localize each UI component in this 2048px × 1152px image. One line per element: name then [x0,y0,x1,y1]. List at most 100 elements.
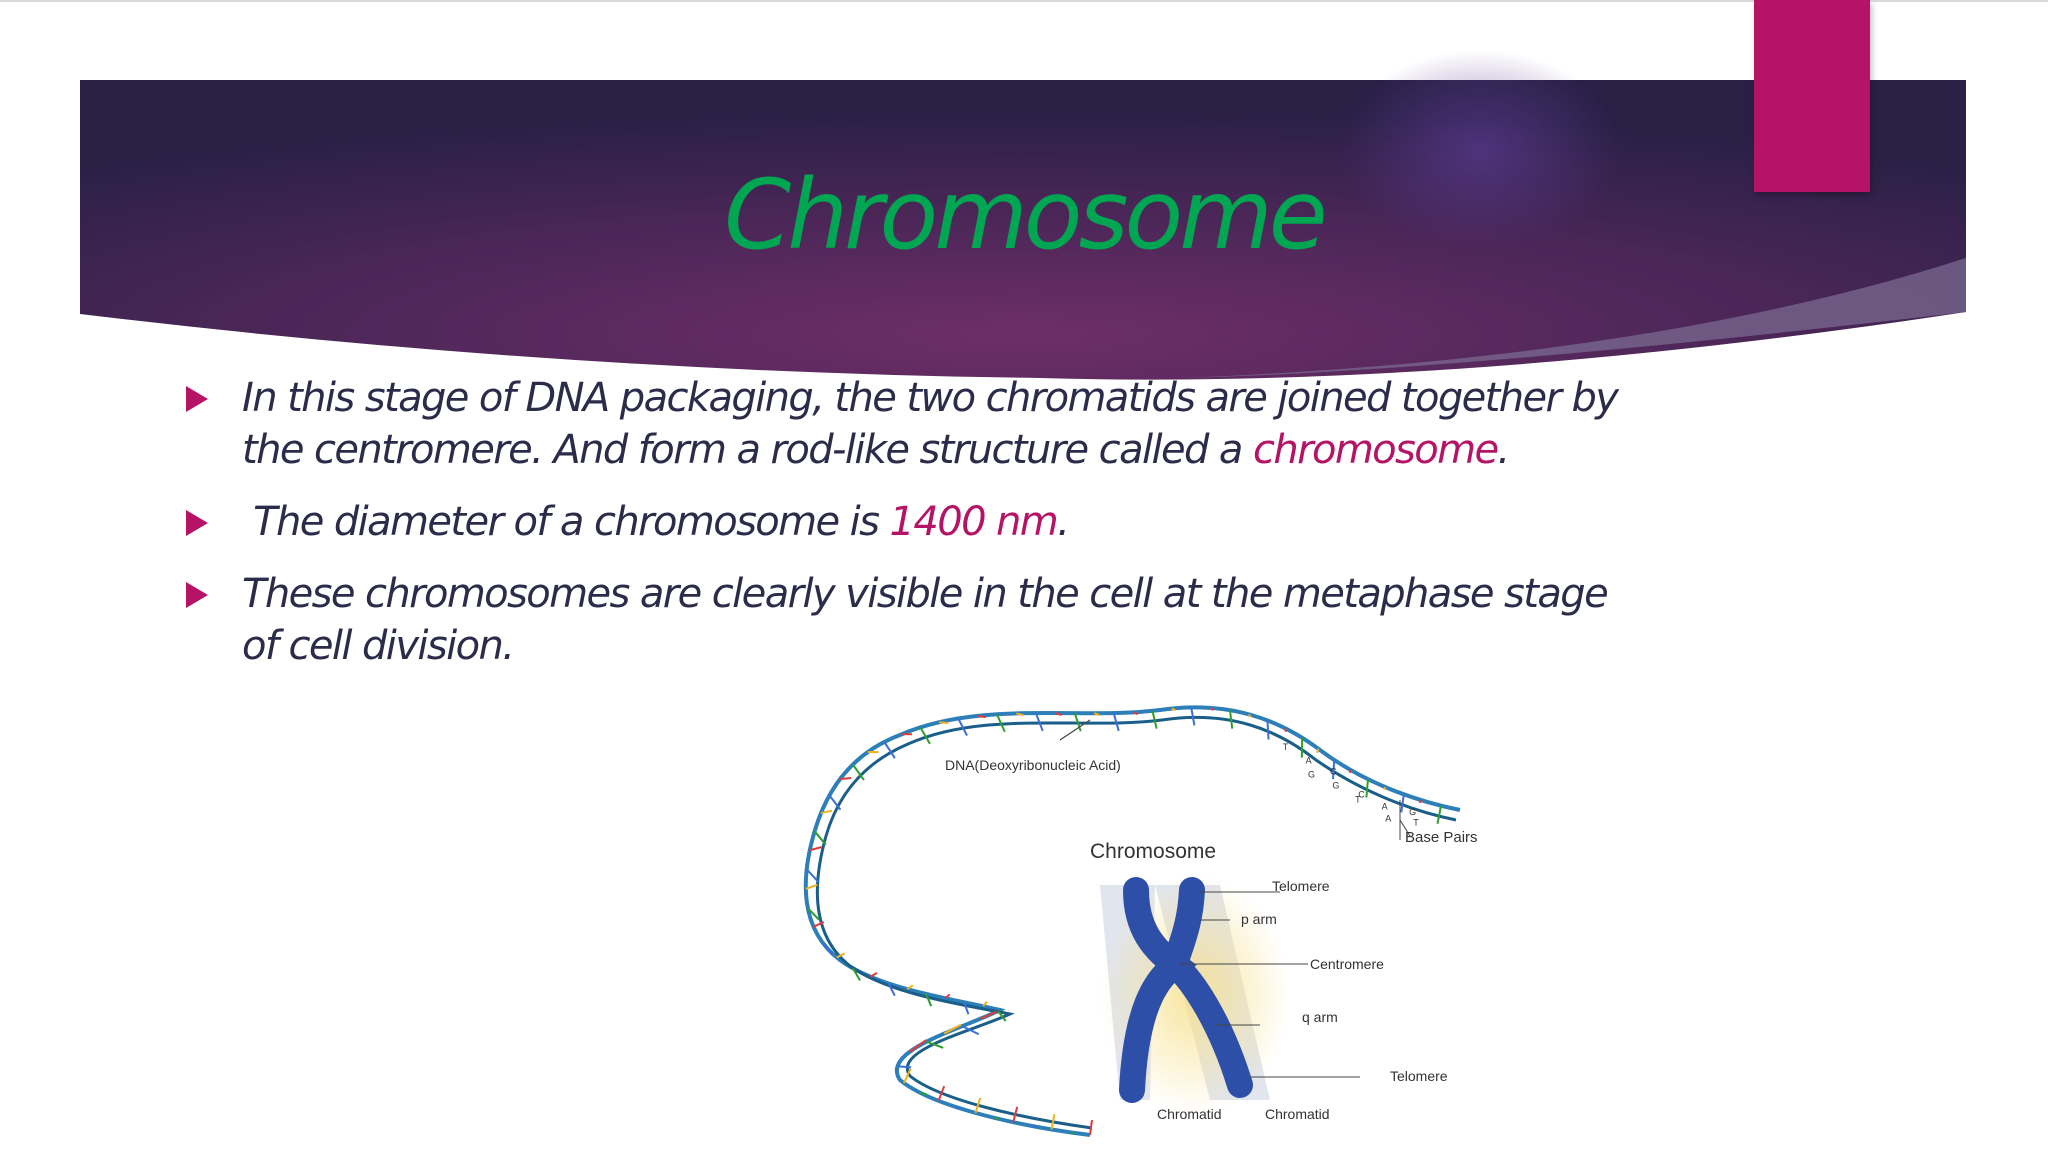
base-pair-rung [919,726,931,745]
base-pair-rung [1016,712,1024,717]
title-banner [80,50,1966,380]
base-pair-rung [974,1097,982,1114]
base-pair-rung [807,907,820,921]
base-pair-rung [920,1091,928,1096]
base-letter: A [1382,802,1388,812]
base-pair-rung [851,967,861,981]
base-pair-rung [979,1010,997,1020]
accent-tab [1754,0,1870,192]
base-pair-rung [961,1025,980,1036]
chromosome-label: Chromosome [1090,840,1216,863]
base-pair-rung [836,952,846,959]
base-letter: G [1332,781,1339,791]
bullet-item: The diameter of a chromosome is 1400 nm. [180,496,1650,548]
base-pair-rung [897,1065,912,1069]
bullet-text-end: . [1057,499,1070,545]
p-arm-label: p arm [1241,911,1277,927]
chromatid-right-label: Chromatid [1265,1106,1330,1122]
q-arm-label: q arm [1302,1009,1338,1025]
base-pair-rung [1400,794,1405,813]
base-pair-rung [939,721,949,725]
base-pair-rung [883,741,896,759]
base-pair-rung [906,984,914,990]
base-pair-rung [1248,713,1252,718]
base-pair-rung [963,1001,970,1015]
base-pair-rung [869,972,878,978]
base-letter: C [1330,766,1337,776]
base-letter: G [1409,807,1416,817]
base-pair-rungs [805,707,1443,1136]
base-pair-rung [1070,1131,1074,1135]
base-pair-rung [903,1068,912,1084]
base-pair-rung [822,942,834,956]
dna-label: DNA(Deoxyribonucleic Acid) [945,757,1121,773]
base-pair-rung [1210,707,1215,711]
base-letter: A [1306,755,1312,765]
base-letter: T [1355,794,1361,804]
base-pair-rung [813,921,825,928]
chromosome-shape [1119,877,1253,1103]
bullet-highlight: chromosome [1252,427,1499,473]
base-pair-rung [943,1023,962,1035]
base-pair-rung [996,713,1006,733]
base-pair-rung [1190,707,1196,726]
base-letter: T [1283,742,1289,752]
base-letter: G [1308,770,1315,780]
base-pair-rung [956,1106,963,1110]
base-pair-rung [994,1116,999,1120]
triangle-bullet-icon [186,582,208,608]
base-letter: T [1413,818,1419,828]
bullet-text: These chromosomes are clearly visible in… [242,571,1609,669]
base-pair-rung [957,718,968,737]
base-pair-rung [805,883,818,890]
base-pair-rung [1054,712,1063,716]
base-pair-rung [1151,710,1158,729]
base-pair-rung [925,993,933,1007]
base-pair-rung [839,777,852,781]
base-pair-rung [1171,707,1176,712]
base-pair-rung [852,763,865,781]
base-pair-rung [1089,1119,1093,1136]
triangle-bullet-icon [186,510,208,536]
base-pair-rung [1418,799,1423,804]
telomere-bottom-label: Telomere [1390,1068,1448,1084]
telomere-top-label: Telomere [1272,878,1330,894]
base-pair-rung [1348,769,1352,774]
base-pair-rung [944,993,951,1000]
base-pair-rung [1382,786,1387,791]
bullet-item: These chromosomes are clearly visible in… [180,568,1650,672]
base-pair-rung [887,983,896,997]
base-pair-rung [926,1040,944,1049]
bullet-highlight: 1400 nm [889,499,1059,545]
bullet-text: In this stage of DNA packaging, the two … [242,375,1619,473]
bullet-text: The diameter of a chromosome is [242,499,890,545]
base-pair-rung [1032,1125,1037,1128]
base-pair-rung [1012,1106,1019,1123]
base-pair-rung [982,1001,988,1007]
base-pair-rung [820,809,833,814]
base-pair-rung [828,794,842,811]
top-border-line [0,0,2048,2]
base-pair-rung [813,830,827,846]
base-pairs-label: Base Pairs [1405,829,1478,846]
base-pair-rung [937,1085,946,1102]
base-pair-rung [1112,712,1120,732]
base-pair-rung [1266,720,1270,740]
base-pair-rung [1332,759,1336,780]
triangle-bullet-icon [186,386,208,412]
dna-helix [803,705,1461,1137]
base-pair-rung [1228,710,1234,729]
bullet-list: In this stage of DNA packaging, the two … [180,372,1650,692]
bullet-item: In this stage of DNA packaging, the two … [180,372,1650,476]
base-pair-rung [1436,805,1443,824]
base-pair-rung [977,714,987,719]
base-pair-rung [1316,748,1320,754]
base-pair-rung [1034,712,1044,732]
base-pair-rung [805,868,820,883]
chromatid-left-label: Chromatid [1157,1106,1222,1122]
base-pair-rung [1365,779,1369,798]
base-letter: C [1358,789,1365,799]
base-pair-rung [1093,712,1101,717]
